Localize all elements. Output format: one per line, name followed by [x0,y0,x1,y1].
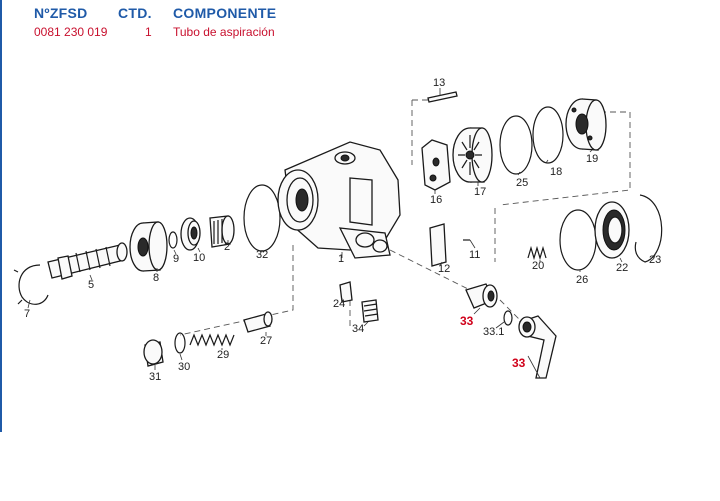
header-ref-number: NºZFSD [34,5,88,21]
part-32-o-ring [243,184,281,252]
callout-27: 27 [260,335,272,347]
callout-33-1: 33.1 [483,326,504,338]
callout-7: 7 [24,308,30,320]
callout-8: 8 [153,272,159,284]
callout-12: 12 [438,263,450,275]
leader-lines [27,88,657,379]
part-26-ring [559,209,597,271]
part-16-pressure-plate [421,139,451,191]
part-34-fitting [361,299,379,323]
callout-19: 19 [586,153,598,165]
callout-labels: 13 19 18 25 17 16 11 12 20 26 22 23 1 32… [24,77,661,383]
callout-9: 9 [173,253,179,265]
part-24-valve [339,281,353,303]
callout-18: 18 [550,166,562,178]
part-33-fitting [465,283,498,309]
left-border [0,0,2,432]
assembly-guides [179,99,631,336]
callout-11: 11 [469,249,480,261]
part-25-ring [499,115,533,175]
row-ref-number: 0081 230 019 [34,25,108,39]
part-27-valve [243,311,273,333]
part-18-ring [532,106,564,164]
callout-31: 31 [149,371,161,383]
part-20-spring [527,245,547,261]
part-12-gasket [429,223,447,267]
callout-16: 16 [430,194,442,206]
part-30-washer [174,332,186,354]
callout-33-fitting: 33 [460,314,474,328]
callout-17: 17 [474,186,486,198]
row-component: Tubo de aspiración [173,25,275,39]
callout-34: 34 [352,323,364,335]
part-19-cam-ring [565,98,607,151]
callout-26: 26 [576,274,588,286]
part-5-shaft [47,242,128,280]
part-17-rotor [452,127,493,183]
header-quantity: CTD. [118,5,152,21]
part-8-bearing [129,221,168,272]
part-33-1-washer [503,310,513,326]
callout-33-tube: 33 [512,356,526,370]
callout-29: 29 [217,349,229,361]
callout-32: 32 [256,249,268,261]
part-31-plug [143,339,164,367]
part-7-circlip [13,264,49,305]
callout-5: 5 [88,279,94,291]
callout-25: 25 [516,177,528,189]
part-33-suction-tube [518,315,557,379]
part-22-cover [594,201,630,259]
row-quantity: 1 [145,25,152,39]
callout-13: 13 [433,77,445,89]
callout-22: 22 [616,262,628,274]
callout-10: 10 [193,252,205,264]
part-10-seal [180,217,201,251]
header-component: COMPONENTE [173,5,277,21]
part-2-needle-bearing [209,215,235,248]
callout-23: 23 [649,254,661,266]
callout-30: 30 [178,361,190,373]
callout-24: 24 [333,298,345,310]
part-9-ring [168,231,178,249]
part-29-spring [189,333,235,347]
callout-2: 2 [224,241,230,253]
part-13-pin [427,91,458,103]
callout-20: 20 [532,260,544,272]
part-1-housing [277,141,401,259]
callout-1: 1 [338,253,344,265]
part-23-snap-ring [634,194,663,263]
